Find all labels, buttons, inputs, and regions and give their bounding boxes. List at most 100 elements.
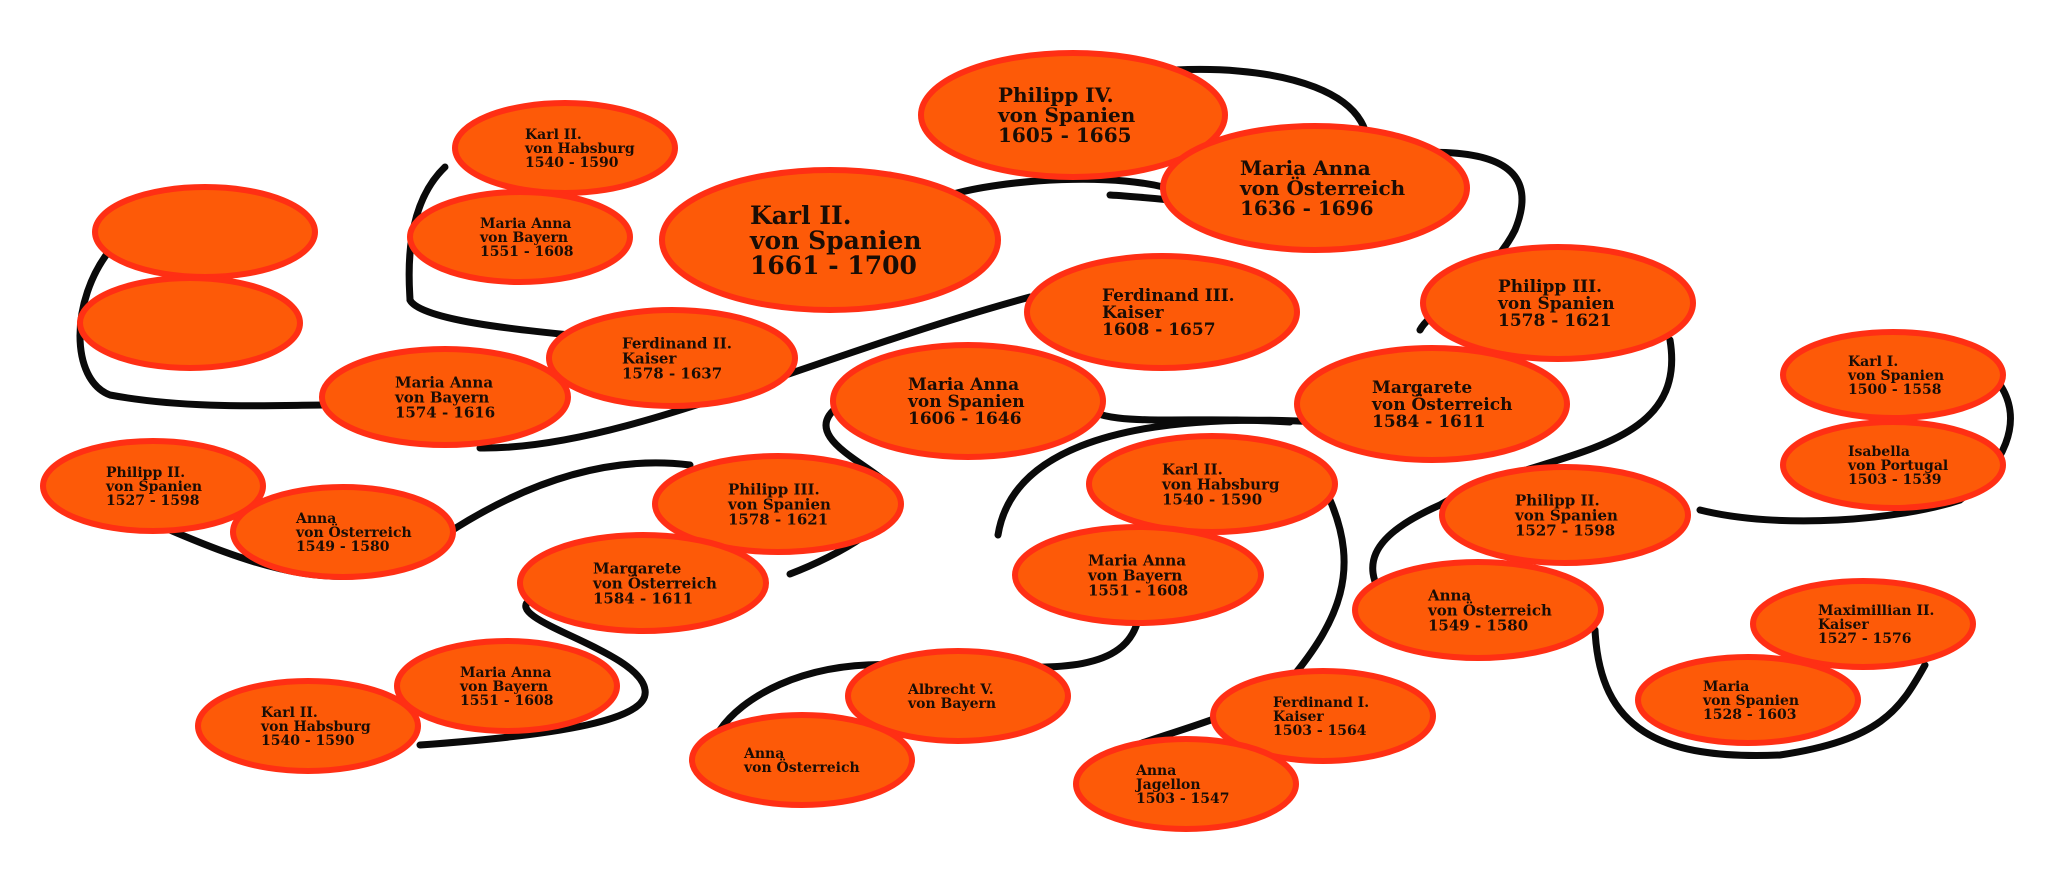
person-title: von Österreich — [743, 757, 860, 776]
person-name: Karl I. — [1848, 354, 1898, 370]
person-dates: 1578 - 1621 — [1498, 311, 1612, 331]
person-dates: 1551 - 1608 — [1088, 581, 1188, 599]
person-oval — [1750, 578, 1976, 670]
person-dates: 1578 - 1621 — [728, 510, 828, 528]
person-oval — [1012, 524, 1264, 626]
person-dates: 1574 - 1616 — [395, 403, 495, 421]
person-oval — [689, 712, 915, 808]
person-oval — [1635, 654, 1861, 746]
person-oval — [40, 438, 266, 534]
person-name: Philipp III. — [728, 480, 820, 498]
person-name: Ferdinand III. — [1102, 286, 1235, 306]
person-title: von Habsburg — [1161, 475, 1280, 493]
person-oval — [394, 638, 620, 734]
person-name: Karl II. — [750, 201, 851, 230]
person-dates: 1527 - 1598 — [106, 493, 200, 509]
person-title: von Spanien — [1497, 294, 1615, 314]
person-title: von Österreich — [1239, 175, 1406, 200]
person-oval — [1086, 433, 1338, 535]
person-oval — [659, 167, 1001, 313]
person-title: von Bayern — [1087, 566, 1182, 584]
person-oval — [1439, 464, 1691, 566]
person-oval — [1024, 253, 1300, 371]
person-title: von Spanien — [1702, 693, 1799, 709]
person-name: Margarete — [1372, 378, 1472, 398]
person-title: von Spanien — [749, 226, 922, 255]
person-oval — [1420, 244, 1696, 362]
person-name: Anna — [1135, 763, 1176, 779]
person-title: Kaiser — [622, 349, 677, 367]
person-node — [77, 275, 303, 371]
person-name: Anna — [743, 746, 784, 762]
link-p4-p5 — [405, 163, 574, 339]
person-name: Karl II. — [261, 705, 318, 721]
person-oval — [1210, 668, 1436, 764]
person-dates: 1527 - 1598 — [1515, 521, 1615, 539]
person-dates: 1661 - 1700 — [750, 251, 917, 280]
person-title: von Habsburg — [260, 719, 371, 735]
person-oval — [1780, 419, 2006, 511]
person-oval — [830, 342, 1106, 460]
person-dates: 1608 - 1657 — [1102, 320, 1216, 340]
person-name: Anna — [295, 511, 336, 527]
link-p29-to-p30-p31 — [1591, 626, 1929, 760]
person-dates: 1606 - 1646 — [908, 409, 1022, 429]
person-oval — [1352, 559, 1604, 661]
person-title: von Spanien — [1847, 368, 1944, 384]
person-name: Ferdinand II. — [622, 334, 732, 352]
link-p17-to-p18 — [416, 459, 694, 556]
person-dates: 1636 - 1696 — [1240, 196, 1374, 220]
person-dates: 1540 - 1590 — [261, 733, 355, 749]
person-oval — [546, 307, 798, 409]
person-name: Maria Anna — [1088, 551, 1186, 569]
person-name: Maria Anna — [480, 216, 572, 232]
person-name: Karl II. — [525, 127, 582, 143]
person-name: Maria — [1703, 679, 1749, 695]
person-title: von Spanien — [907, 392, 1025, 412]
person-dates: 1527 - 1576 — [1818, 631, 1912, 647]
person-title: Kaiser — [1102, 303, 1165, 323]
person-oval — [407, 189, 633, 285]
person-name: Ferdinand I. — [1273, 695, 1369, 711]
person-name: Philipp II. — [1515, 491, 1600, 509]
person-title: von Bayern — [479, 230, 568, 246]
person-oval — [319, 346, 571, 448]
person-name: Anna — [1427, 586, 1471, 604]
person-dates: 1503 - 1539 — [1848, 472, 1942, 488]
person-oval — [92, 184, 318, 280]
person-title: Kaiser — [1818, 617, 1869, 633]
person-oval — [1294, 345, 1570, 463]
person-title: Kaiser — [1273, 709, 1324, 725]
person-title: von Spanien — [727, 495, 831, 513]
person-dates: 1605 - 1665 — [998, 123, 1132, 147]
person-dates: 1584 - 1611 — [593, 589, 693, 607]
person-title: von Österreich — [1427, 600, 1552, 619]
person-name: Albrecht V. — [907, 682, 994, 698]
person-title: von Bayern — [394, 388, 489, 406]
person-oval — [517, 532, 769, 634]
person-name: Maria Anna — [908, 375, 1019, 395]
person-oval — [195, 678, 421, 774]
person-dates: 1540 - 1590 — [1162, 490, 1262, 508]
person-title: von Spanien — [105, 479, 202, 495]
person-dates: 1540 - 1590 — [525, 155, 619, 171]
person-oval — [230, 484, 456, 580]
